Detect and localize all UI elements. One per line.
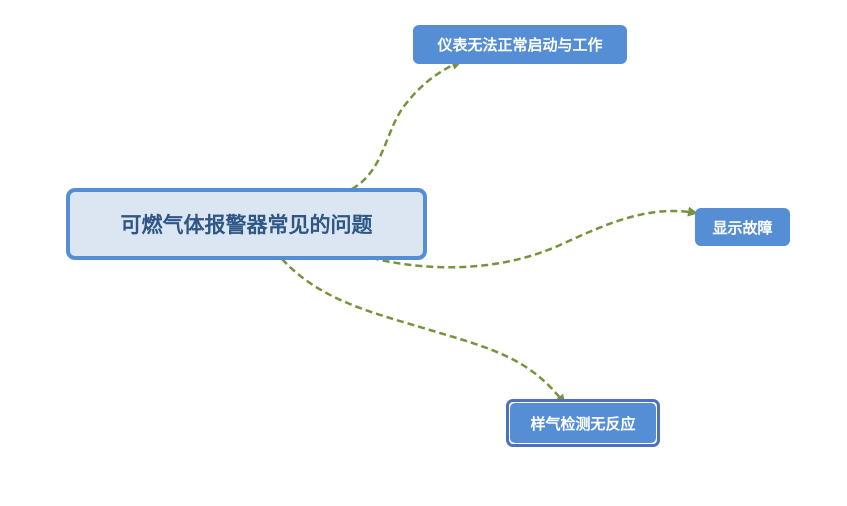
branch-topic-2-label: 显示故障 xyxy=(712,218,773,237)
branch-topic-1-label: 仪表无法正常启动与工作 xyxy=(437,36,603,54)
branch-topic-1[interactable]: 仪表无法正常启动与工作 xyxy=(413,25,627,64)
branch-topic-3[interactable]: 样气检测无反应 xyxy=(510,403,656,443)
central-topic[interactable]: 可燃气体报警器常见的问题 xyxy=(66,188,427,260)
connector-to-branch-3 xyxy=(281,258,566,405)
branch-topic-3-label: 样气检测无反应 xyxy=(530,414,636,433)
connector-to-branch-1 xyxy=(351,60,462,191)
branch-topic-2[interactable]: 显示故障 xyxy=(695,208,790,246)
central-topic-label: 可燃气体报警器常见的问题 xyxy=(120,213,373,237)
connector-to-branch-2 xyxy=(371,206,698,269)
